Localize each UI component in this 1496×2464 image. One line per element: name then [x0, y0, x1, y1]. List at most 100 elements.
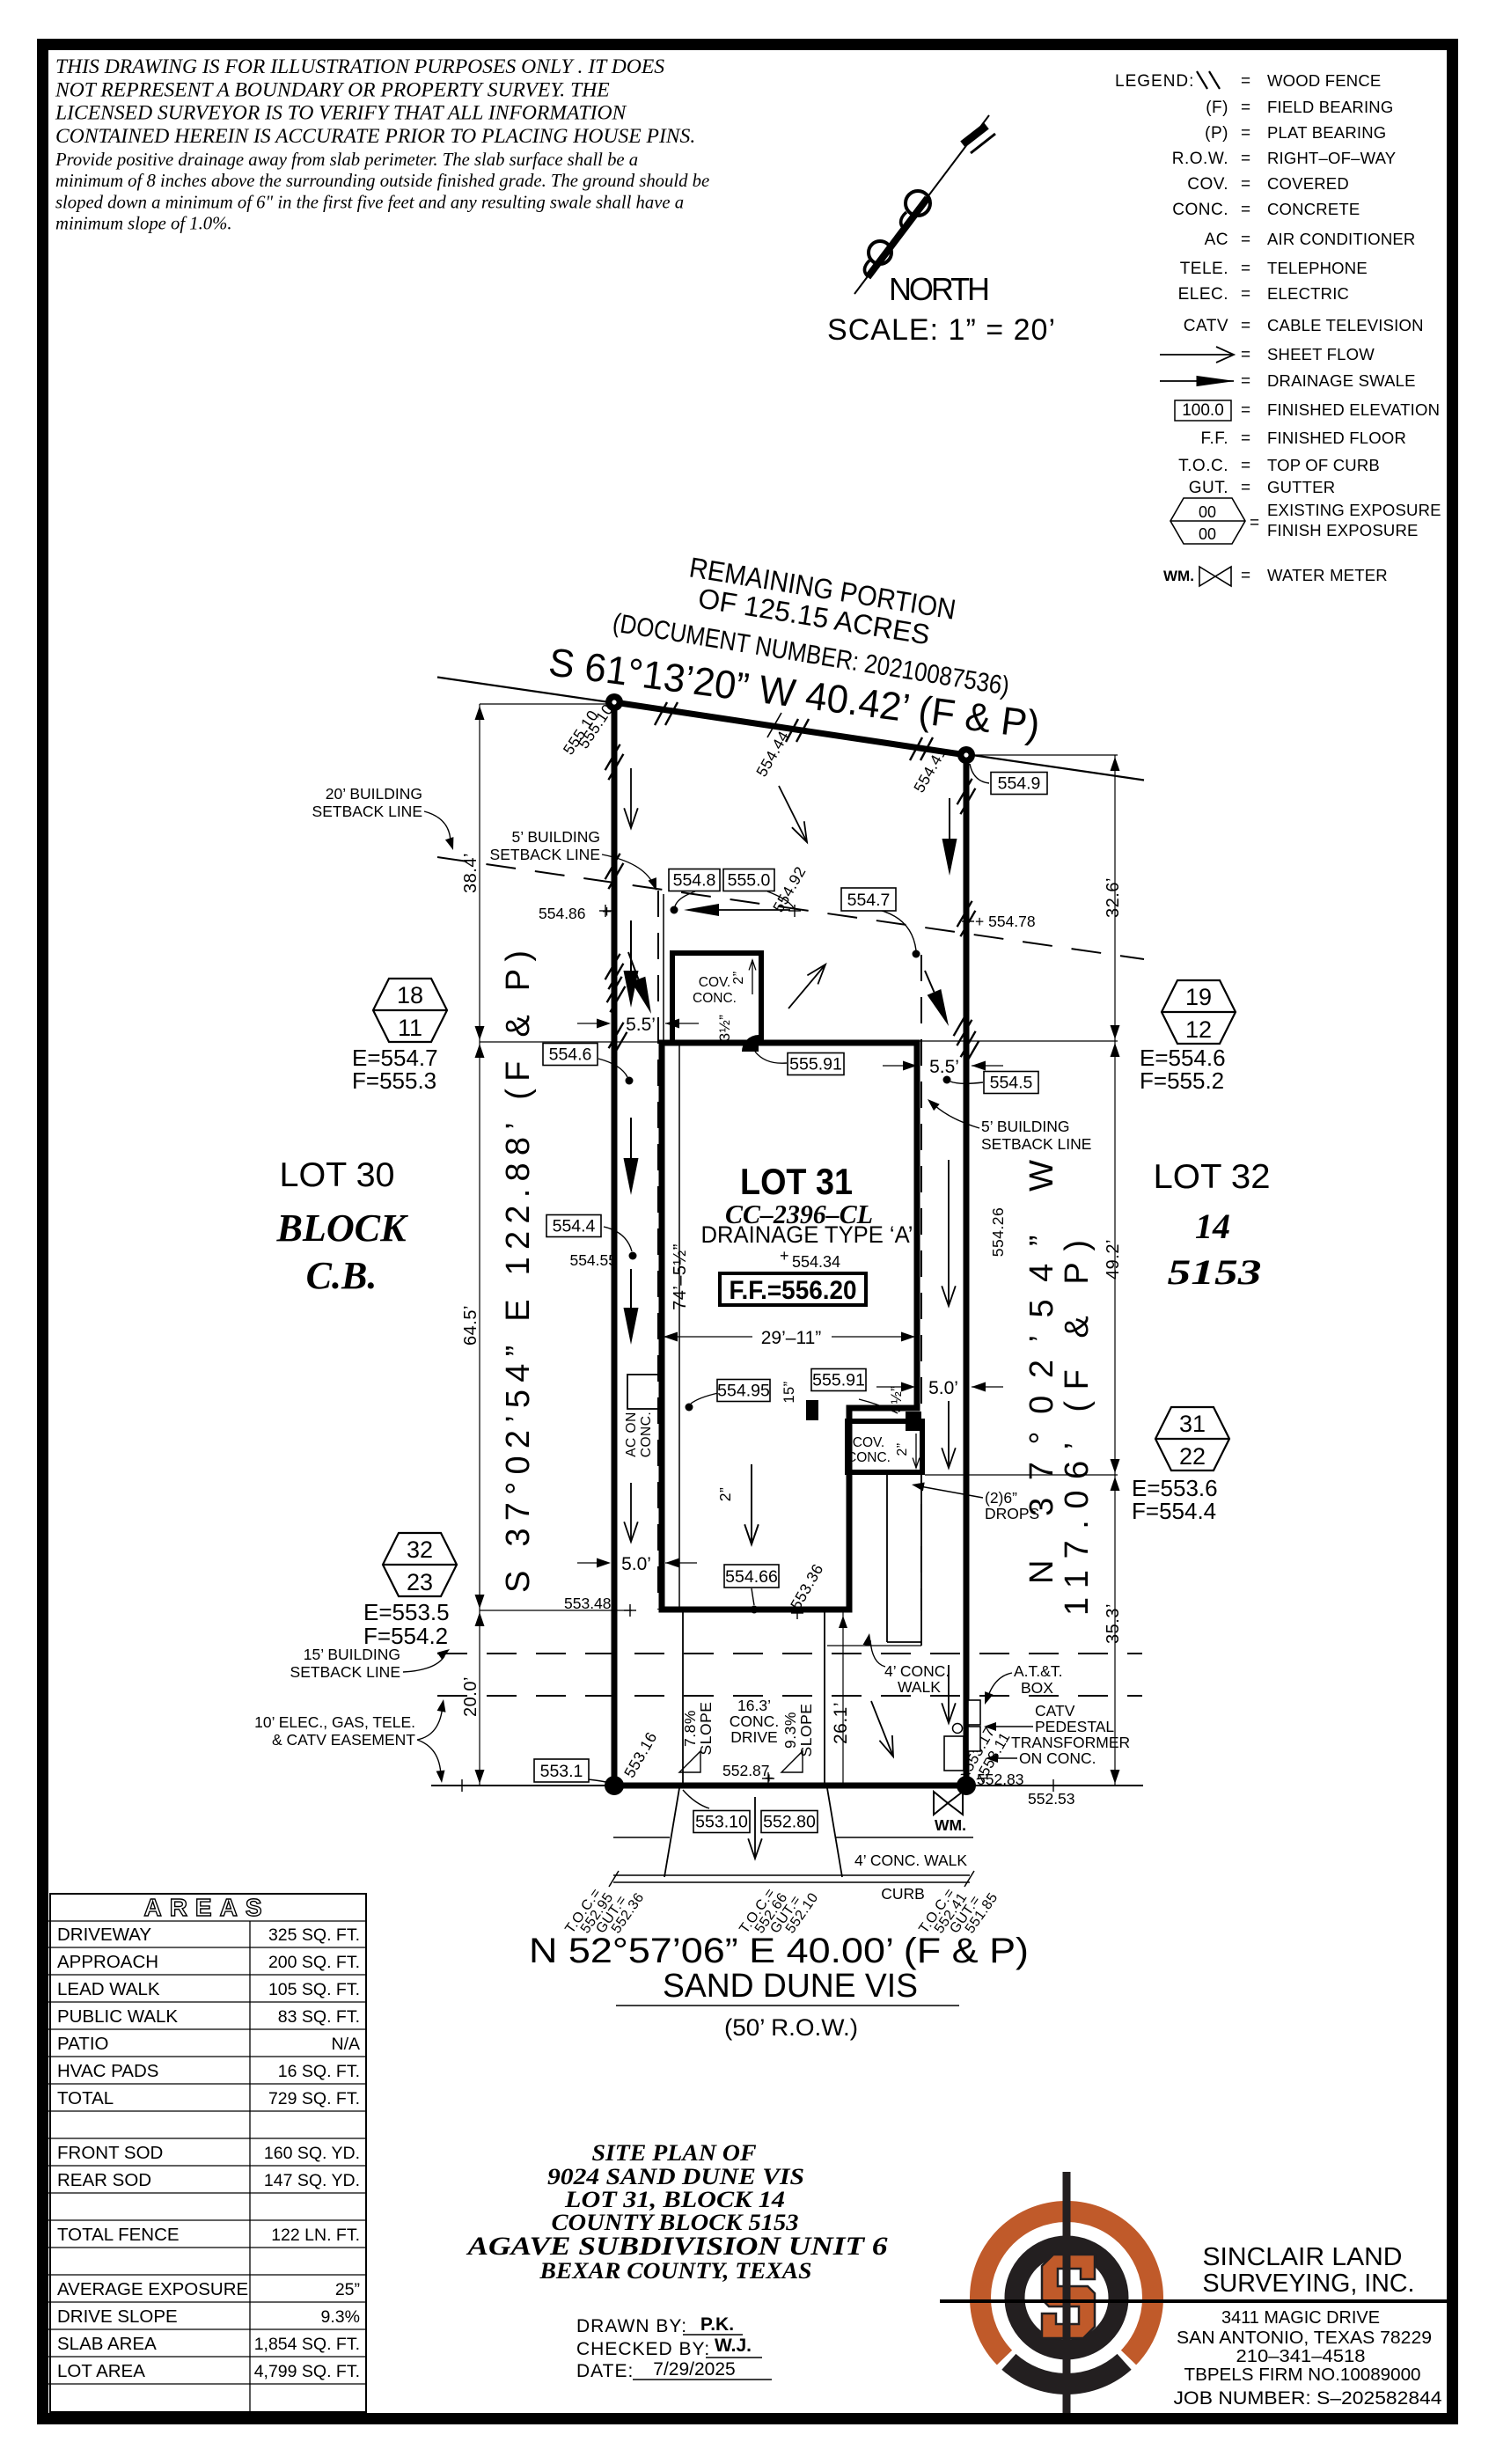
svg-text:SAND DUNE VIS: SAND DUNE VIS [663, 1968, 918, 2005]
svg-text:5.5’: 5.5’ [626, 1015, 656, 1035]
svg-text:NORTH: NORTH [889, 271, 992, 307]
svg-text:=: = [1241, 124, 1250, 143]
svg-text:554.4: 554.4 [553, 1217, 596, 1236]
svg-text:CONC.: CONC. [847, 1450, 891, 1465]
svg-text:5’ BUILDING: 5’ BUILDING [981, 1118, 1070, 1135]
svg-text:minimum slope of 1.0%.: minimum slope of 1.0%. [55, 215, 232, 234]
svg-text:PUBLIC WALK: PUBLIC WALK [57, 2006, 178, 2027]
svg-text:SLAB AREA: SLAB AREA [57, 2334, 157, 2354]
svg-text:AC: AC [1205, 231, 1228, 249]
svg-text:CONC.: CONC. [1172, 201, 1228, 219]
svg-text:32: 32 [407, 1536, 433, 1563]
svg-text:29’–11”: 29’–11” [761, 1328, 822, 1348]
svg-text:117.06’ (F & P): 117.06’ (F & P) [1059, 1240, 1096, 1616]
svg-text:LOT AREA: LOT AREA [57, 2361, 145, 2381]
svg-text:26.1’: 26.1’ [831, 1702, 851, 1744]
svg-text:CONTAINED HEREIN IS ACCURATE P: CONTAINED HEREIN IS ACCURATE PRIOR TO PL… [55, 125, 695, 148]
svg-text:122 LN. FT.: 122 LN. FT. [271, 2226, 360, 2245]
svg-text:RIGHT–OF–WAY: RIGHT–OF–WAY [1267, 149, 1396, 167]
svg-text:31: 31 [1179, 1411, 1206, 1437]
svg-text:FINISHED FLOOR: FINISHED FLOOR [1267, 429, 1406, 447]
svg-text:ELECTRIC: ELECTRIC [1267, 284, 1349, 303]
svg-text:38.4’: 38.4’ [461, 853, 480, 893]
svg-text:SCALE: 1” = 20’: SCALE: 1” = 20’ [827, 313, 1055, 347]
svg-text:554.6: 554.6 [549, 1045, 592, 1065]
svg-text:F=555.2: F=555.2 [1140, 1067, 1224, 1094]
svg-text:(P): (P) [1205, 124, 1228, 143]
svg-text:minimum of 8 inches above the: minimum of 8 inches above the surroundin… [55, 172, 709, 191]
svg-text:F=554.2: F=554.2 [363, 1623, 448, 1649]
svg-text:555.91: 555.91 [789, 1055, 842, 1074]
svg-text:=: = [1241, 479, 1250, 497]
svg-text:AIR CONDITIONER: AIR CONDITIONER [1267, 230, 1415, 248]
svg-text:SETBACK LINE: SETBACK LINE [312, 803, 422, 820]
svg-text:CATV: CATV [1184, 317, 1228, 335]
svg-text:TRANSFORMER: TRANSFORMER [1011, 1734, 1130, 1751]
svg-text:WM.: WM. [935, 1816, 966, 1834]
svg-text:552.80: 552.80 [763, 1813, 816, 1832]
svg-text:(2)6”: (2)6” [985, 1489, 1017, 1507]
svg-text:WM.: WM. [1163, 568, 1194, 584]
svg-text:160 SQ. YD.: 160 SQ. YD. [264, 2144, 360, 2163]
svg-text:10’ ELEC., GAS, TELE.: 10’ ELEC., GAS, TELE. [254, 1713, 415, 1731]
svg-text:22: 22 [1179, 1443, 1206, 1470]
svg-text:T.O.C.: T.O.C. [1178, 457, 1228, 475]
svg-text:SETBACK LINE: SETBACK LINE [290, 1663, 400, 1681]
svg-text:F=554.4: F=554.4 [1132, 1498, 1216, 1524]
svg-text:=: = [1241, 150, 1250, 168]
svg-text:N 52°57’06” E 40.00’ (F & P): N 52°57’06” E 40.00’ (F & P) [529, 1932, 1029, 1970]
svg-text:LOT 32: LOT 32 [1154, 1158, 1271, 1196]
svg-text:TOTAL: TOTAL [57, 2088, 114, 2108]
svg-text:3½”: 3½” [716, 1015, 733, 1042]
svg-text:3411 MAGIC DRIVE: 3411 MAGIC DRIVE [1221, 2308, 1380, 2328]
svg-text:35.3’: 35.3’ [1104, 1603, 1123, 1644]
svg-text:DRAINAGE SWALE: DRAINAGE SWALE [1267, 371, 1416, 390]
svg-text:553.1: 553.1 [540, 1762, 583, 1781]
svg-text:4,799 SQ. FT.: 4,799 SQ. FT. [254, 2362, 360, 2381]
svg-text:N/A: N/A [331, 2035, 360, 2054]
svg-text:SURVEYING, INC.: SURVEYING, INC. [1203, 2270, 1415, 2298]
svg-text:JOB NUMBER: S–202582844: JOB NUMBER: S–202582844 [1174, 2388, 1442, 2409]
svg-text:LOT 31, BLOCK 14: LOT 31, BLOCK 14 [564, 2187, 785, 2212]
svg-text:CONC.: CONC. [639, 1412, 654, 1457]
svg-text:F=555.3: F=555.3 [352, 1067, 436, 1094]
svg-text:5’ BUILDING: 5’ BUILDING [512, 828, 601, 846]
svg-text:SHEET FLOW: SHEET FLOW [1267, 345, 1375, 363]
svg-text:sloped down a minimum of 6" in: sloped down a minimum of 6" in the first… [55, 193, 684, 212]
svg-text:A.T.&T.: A.T.&T. [1014, 1662, 1062, 1680]
svg-text:=: = [1241, 317, 1250, 335]
svg-text:552.87: 552.87 [722, 1762, 770, 1779]
svg-text:554.34: 554.34 [792, 1253, 840, 1271]
svg-text:18: 18 [397, 982, 423, 1008]
svg-text:DRAINAGE TYPE ‘A’: DRAINAGE TYPE ‘A’ [701, 1221, 913, 1248]
svg-text:AVERAGE EXPOSURE: AVERAGE EXPOSURE [57, 2279, 248, 2299]
svg-text:554.5: 554.5 [990, 1074, 1033, 1093]
svg-text:CURB: CURB [881, 1885, 925, 1903]
svg-text:R.O.W.: R.O.W. [1172, 150, 1228, 168]
svg-text:9.3%: 9.3% [321, 2307, 360, 2327]
svg-text:553.10: 553.10 [695, 1813, 748, 1832]
svg-text:=: = [1241, 201, 1250, 219]
svg-text:CHECKED BY:: CHECKED BY: [576, 2339, 710, 2359]
svg-text:BLOCK: BLOCK [275, 1206, 408, 1250]
svg-text:4’ CONC. WALK: 4’ CONC. WALK [854, 1852, 967, 1869]
svg-text:15’ BUILDING: 15’ BUILDING [304, 1646, 400, 1663]
svg-text:SLOPE: SLOPE [697, 1702, 715, 1756]
svg-text:PATIO: PATIO [57, 2034, 108, 2054]
svg-text:SITE PLAN OF: SITE PLAN OF [592, 2140, 757, 2166]
svg-text:DRIVEWAY: DRIVEWAY [57, 1925, 151, 1945]
svg-text:=: = [1241, 72, 1250, 91]
svg-text:APPROACH: APPROACH [57, 1952, 158, 1972]
svg-text:+ 554.78: + 554.78 [975, 913, 1036, 930]
svg-text:11: 11 [398, 1015, 422, 1041]
svg-text:SETBACK LINE: SETBACK LINE [490, 846, 600, 863]
svg-text:PLAT BEARING: PLAT BEARING [1267, 123, 1386, 142]
svg-text:Provide positive drainage away: Provide positive drainage away from slab… [55, 150, 638, 170]
svg-text:147 SQ. YD.: 147 SQ. YD. [264, 2171, 360, 2190]
svg-text:2”: 2” [895, 1442, 910, 1456]
svg-text:CONCRETE: CONCRETE [1267, 200, 1360, 218]
svg-text:=: = [1241, 231, 1250, 249]
svg-text:WATER METER: WATER METER [1267, 566, 1388, 584]
svg-text:554.86: 554.86 [539, 905, 586, 922]
svg-text:TOP OF CURB: TOP OF CURB [1267, 456, 1380, 474]
